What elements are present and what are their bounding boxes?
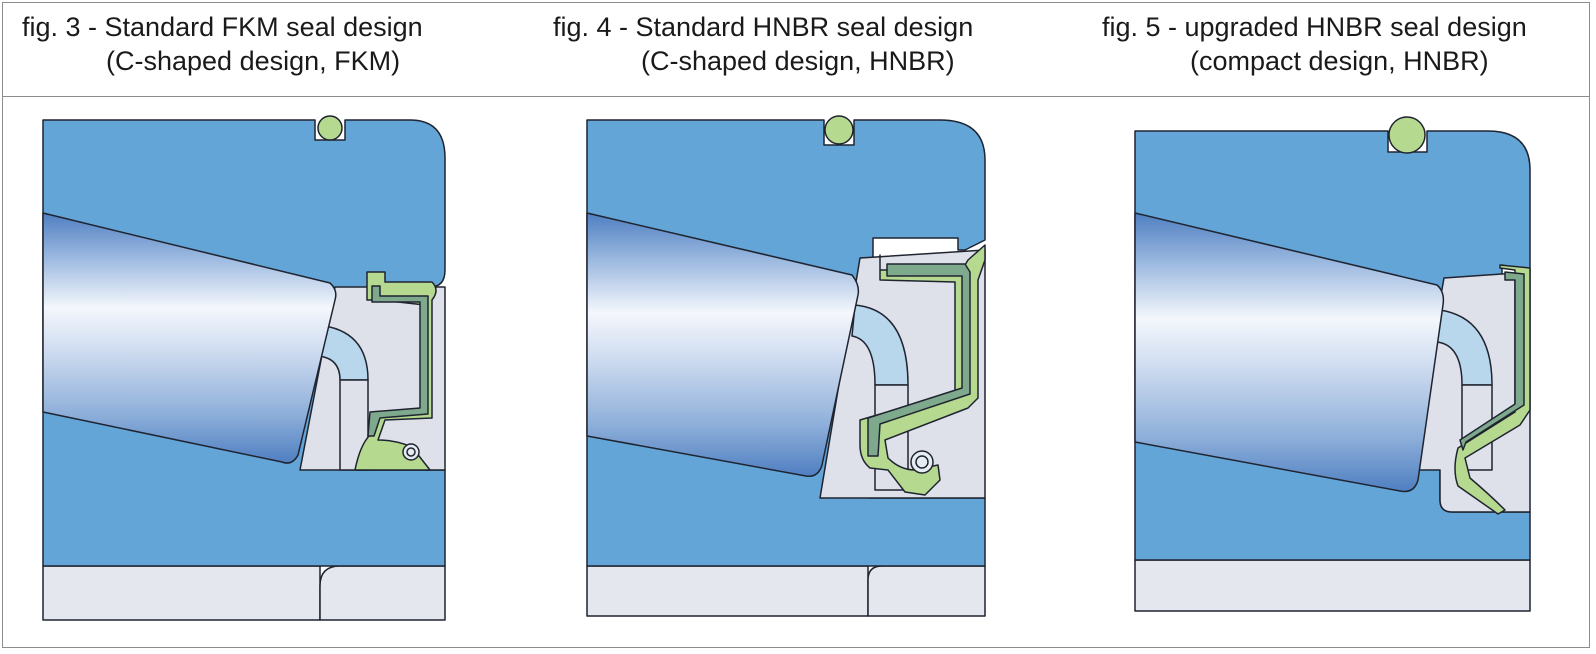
fig5-o-ring xyxy=(1388,116,1426,154)
fig4-title-line1: fig. 4 - Standard HNBR seal design xyxy=(553,12,974,42)
fig4-title-line2: (C-shaped design, HNBR) xyxy=(641,46,955,76)
fig4-diagram xyxy=(586,115,986,617)
fig5-diagram xyxy=(1134,116,1531,612)
fig5-caption: fig. 5 - upgraded HNBR seal design (comp… xyxy=(1102,10,1527,78)
fig5-title-line2: (compact design, HNBR) xyxy=(1190,46,1489,76)
fig4-lower-base xyxy=(586,565,869,617)
fig3-o-ring xyxy=(317,115,343,141)
fig4-lower-step xyxy=(867,565,986,617)
fig3-lower-base xyxy=(42,565,321,621)
fig4-seal-insert xyxy=(867,263,971,457)
fig3-seal-insert xyxy=(367,285,429,437)
fig3-caption: fig. 3 - Standard FKM seal design (C-sha… xyxy=(22,10,423,78)
fig5-seal-body xyxy=(1454,264,1531,515)
fig5-roller xyxy=(1134,212,1445,493)
fig4-roller xyxy=(586,212,860,478)
fig4-spring-outer xyxy=(910,450,934,474)
fig3-spring-inner xyxy=(406,447,416,457)
fig4-spring-inner xyxy=(915,455,929,469)
fig3-lower-step xyxy=(319,565,446,621)
fig4-caption: fig. 4 - Standard HNBR seal design (C-sh… xyxy=(553,10,973,78)
fig4-o-ring xyxy=(824,115,854,145)
fig3-diagram xyxy=(42,115,446,621)
fig3-spring-outer xyxy=(402,443,420,461)
fig5-title-line1: fig. 5 - upgraded HNBR seal design xyxy=(1102,12,1527,42)
fig5-lower-base xyxy=(1134,559,1531,612)
fig5-seal-insert xyxy=(1459,271,1525,451)
header-divider xyxy=(2,96,1590,97)
fig3-title-line2: (C-shaped design, FKM) xyxy=(106,46,401,76)
fig3-roller xyxy=(42,212,337,464)
fig3-title-line1: fig. 3 - Standard FKM seal design xyxy=(22,12,423,42)
